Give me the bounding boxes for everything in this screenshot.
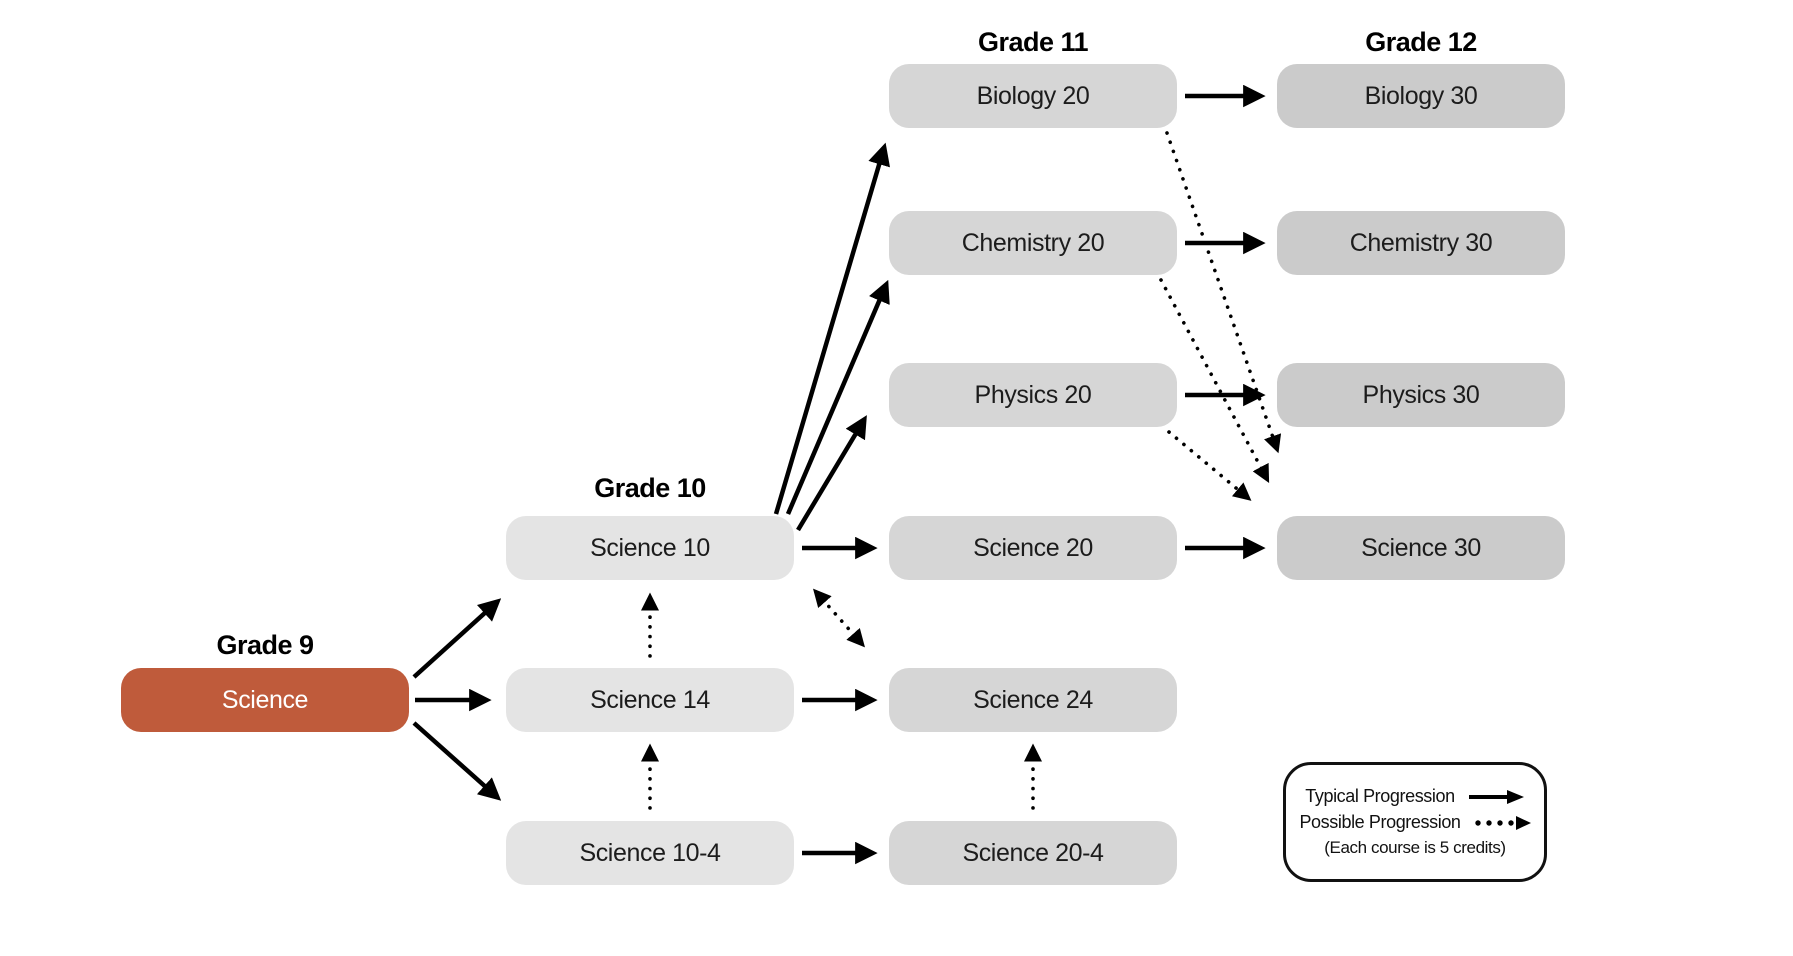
- legend-typical-row: Typical Progression: [1305, 786, 1524, 807]
- edge-science9-science10: [412, 598, 502, 679]
- node-chemistry-30: Chemistry 30: [1277, 211, 1565, 275]
- node-science-grade9: Science: [121, 668, 409, 732]
- edge-science10-chemistry20: [785, 279, 890, 515]
- legend-note: (Each course is 5 credits): [1324, 838, 1506, 857]
- legend-typical-label: Typical Progression: [1305, 786, 1455, 806]
- legend-dotted-arrow-icon: [1474, 815, 1531, 830]
- node-science-24: Science 24: [889, 668, 1177, 732]
- node-chemistry-20: Chemistry 20: [889, 211, 1177, 275]
- node-science-20-4: Science 20-4: [889, 821, 1177, 885]
- node-physics-30: Physics 30: [1277, 363, 1565, 427]
- node-science-10: Science 10: [506, 516, 794, 580]
- node-biology-20: Biology 20: [889, 64, 1177, 128]
- legend-solid-arrow-icon: [1468, 789, 1524, 804]
- node-science-30: Science 30: [1277, 516, 1565, 580]
- node-science-10-4: Science 10-4: [506, 821, 794, 885]
- edge-physics20-science30-dotted: [1167, 430, 1252, 501]
- legend-possible-label: Possible Progression: [1299, 812, 1461, 832]
- node-biology-30: Biology 30: [1277, 64, 1565, 128]
- legend: Typical Progression Possible Progression…: [1283, 762, 1547, 882]
- header-grade-11: Grade 11: [977, 27, 1089, 57]
- edge-science10-science24-bidirectional-dotted: [813, 588, 865, 648]
- edge-chemistry20-science30-dotted: [1159, 278, 1270, 483]
- edge-science10-biology20: [773, 142, 891, 515]
- node-science-14: Science 14: [506, 668, 794, 732]
- header-grade-12: Grade 12: [1365, 27, 1477, 57]
- edge-science9-science104: [412, 721, 502, 801]
- node-science-20: Science 20: [889, 516, 1177, 580]
- edge-science10-physics20: [796, 415, 867, 532]
- header-grade-10: Grade 10: [594, 473, 706, 503]
- node-physics-20: Physics 20: [889, 363, 1177, 427]
- edge-biology20-science30-dotted: [1165, 131, 1282, 454]
- header-grade-9: Grade 9: [216, 630, 314, 660]
- legend-possible-row: Possible Progression: [1299, 812, 1531, 833]
